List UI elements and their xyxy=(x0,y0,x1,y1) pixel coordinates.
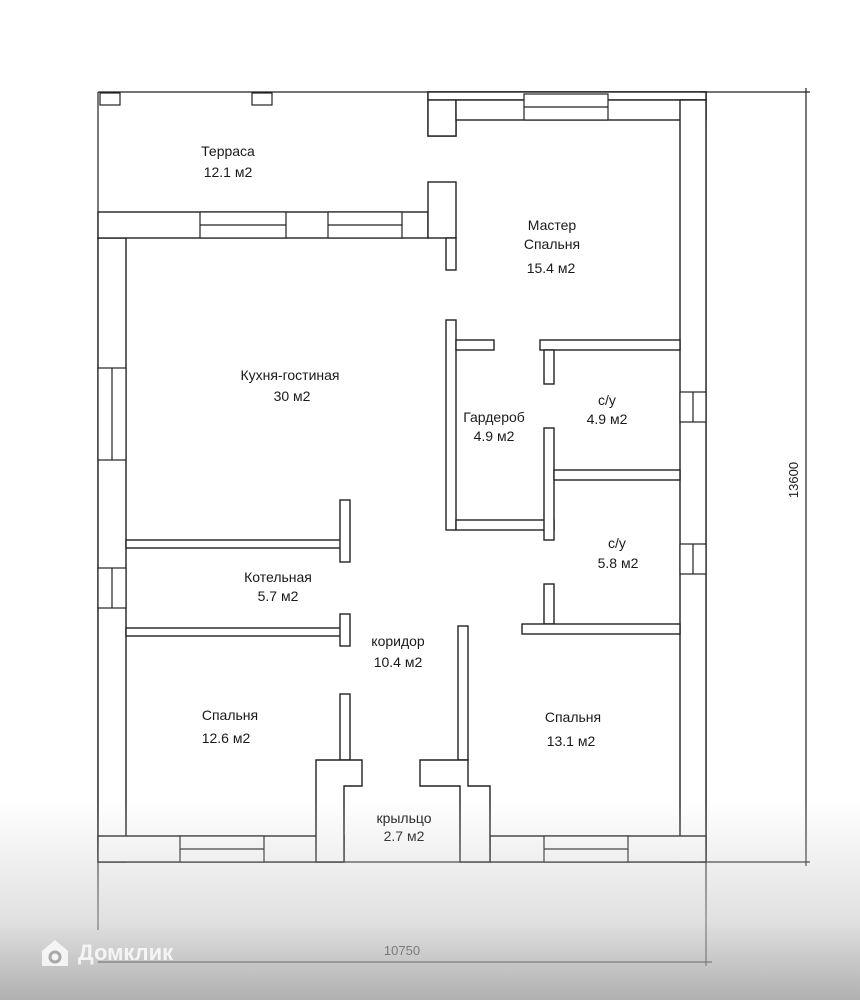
watermark-text: Домклик xyxy=(78,940,174,965)
terrace-area: 12.1 м2 xyxy=(204,164,253,180)
domclick-house-icon xyxy=(42,940,68,966)
master-bedroom-name-1: Мастер xyxy=(528,217,577,233)
wardrobe-area: 4.9 м2 xyxy=(474,428,515,444)
height-dimension: 13600 xyxy=(786,462,801,498)
bathroom-1-area: 4.9 м2 xyxy=(587,411,628,427)
bedroom-left-name: Спальня xyxy=(202,707,258,723)
width-dimension: 10750 xyxy=(384,943,420,958)
master-bedroom-name-2: Спальня xyxy=(524,236,580,252)
porch-area: 2.7 м2 xyxy=(384,828,425,844)
porch-name: крыльцо xyxy=(376,810,431,826)
corridor-name: коридор xyxy=(371,633,425,649)
bedroom-left-area: 12.6 м2 xyxy=(202,730,251,746)
terrace-post-right xyxy=(251,92,273,106)
kitchen-living-name: Кухня-гостиная xyxy=(240,367,339,383)
boiler-room-area: 5.7 м2 xyxy=(258,588,299,604)
master-bedroom-area: 15.4 м2 xyxy=(527,260,576,276)
watermark: Домклик xyxy=(40,938,173,968)
terrace-name: Терраса xyxy=(201,143,255,159)
interior-walls xyxy=(125,319,681,863)
bathroom-1-name: с/у xyxy=(598,392,616,408)
kitchen-living-area: 30 м2 xyxy=(274,388,311,404)
bathroom-2-area: 5.8 м2 xyxy=(598,555,639,571)
bedroom-right-area: 13.1 м2 xyxy=(547,733,596,749)
terrace-post-left xyxy=(99,92,121,106)
wardrobe-name: Гардероб xyxy=(463,409,525,425)
bathroom-2-name: с/у xyxy=(608,535,626,551)
bedroom-right-name: Спальня xyxy=(545,709,601,725)
corridor-area: 10.4 м2 xyxy=(374,654,423,670)
boiler-room-name: Котельная xyxy=(244,569,312,585)
